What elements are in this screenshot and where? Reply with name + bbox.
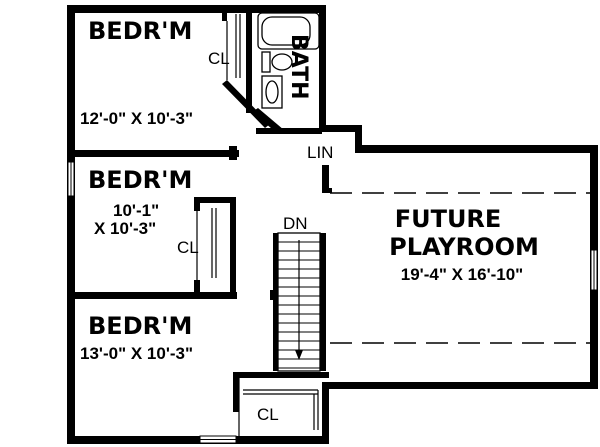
linen-label: LIN bbox=[307, 143, 333, 162]
closet-rods bbox=[211, 14, 319, 430]
interior-walls bbox=[67, 5, 329, 412]
playroom-dimensions: 19'-4" X 16'-10" bbox=[401, 265, 524, 284]
stairs bbox=[277, 232, 321, 372]
bedroom-2-title: BEDR'M bbox=[88, 166, 192, 194]
bedroom-2-dimensions-line1: 10'-1" bbox=[113, 201, 159, 220]
playroom-dashed-lines bbox=[330, 192, 590, 344]
bedroom-2-dimensions-line2: X 10'-3" bbox=[94, 219, 156, 238]
bedroom-1-closet-label: CL bbox=[208, 49, 230, 68]
playroom-title-line1: FUTURE bbox=[395, 205, 502, 233]
bedroom-2-closet-label: CL bbox=[177, 238, 199, 257]
bedroom-1-dimensions: 12'-0" X 10'-3" bbox=[80, 109, 193, 128]
doors bbox=[196, 21, 240, 436]
bath-fixtures bbox=[257, 12, 320, 109]
windows bbox=[67, 161, 598, 444]
playroom-title-line2: PLAYROOM bbox=[389, 233, 539, 261]
bedroom-3-dimensions: 13'-0" X 10'-3" bbox=[80, 344, 193, 363]
bedroom-1-title: BEDR'M bbox=[88, 17, 192, 45]
stairs-down-label: DN bbox=[283, 214, 308, 233]
bottom-closet-label: CL bbox=[257, 405, 279, 424]
bath-label: BATH bbox=[286, 34, 311, 100]
bedroom-3-title: BEDR'M bbox=[88, 312, 192, 340]
